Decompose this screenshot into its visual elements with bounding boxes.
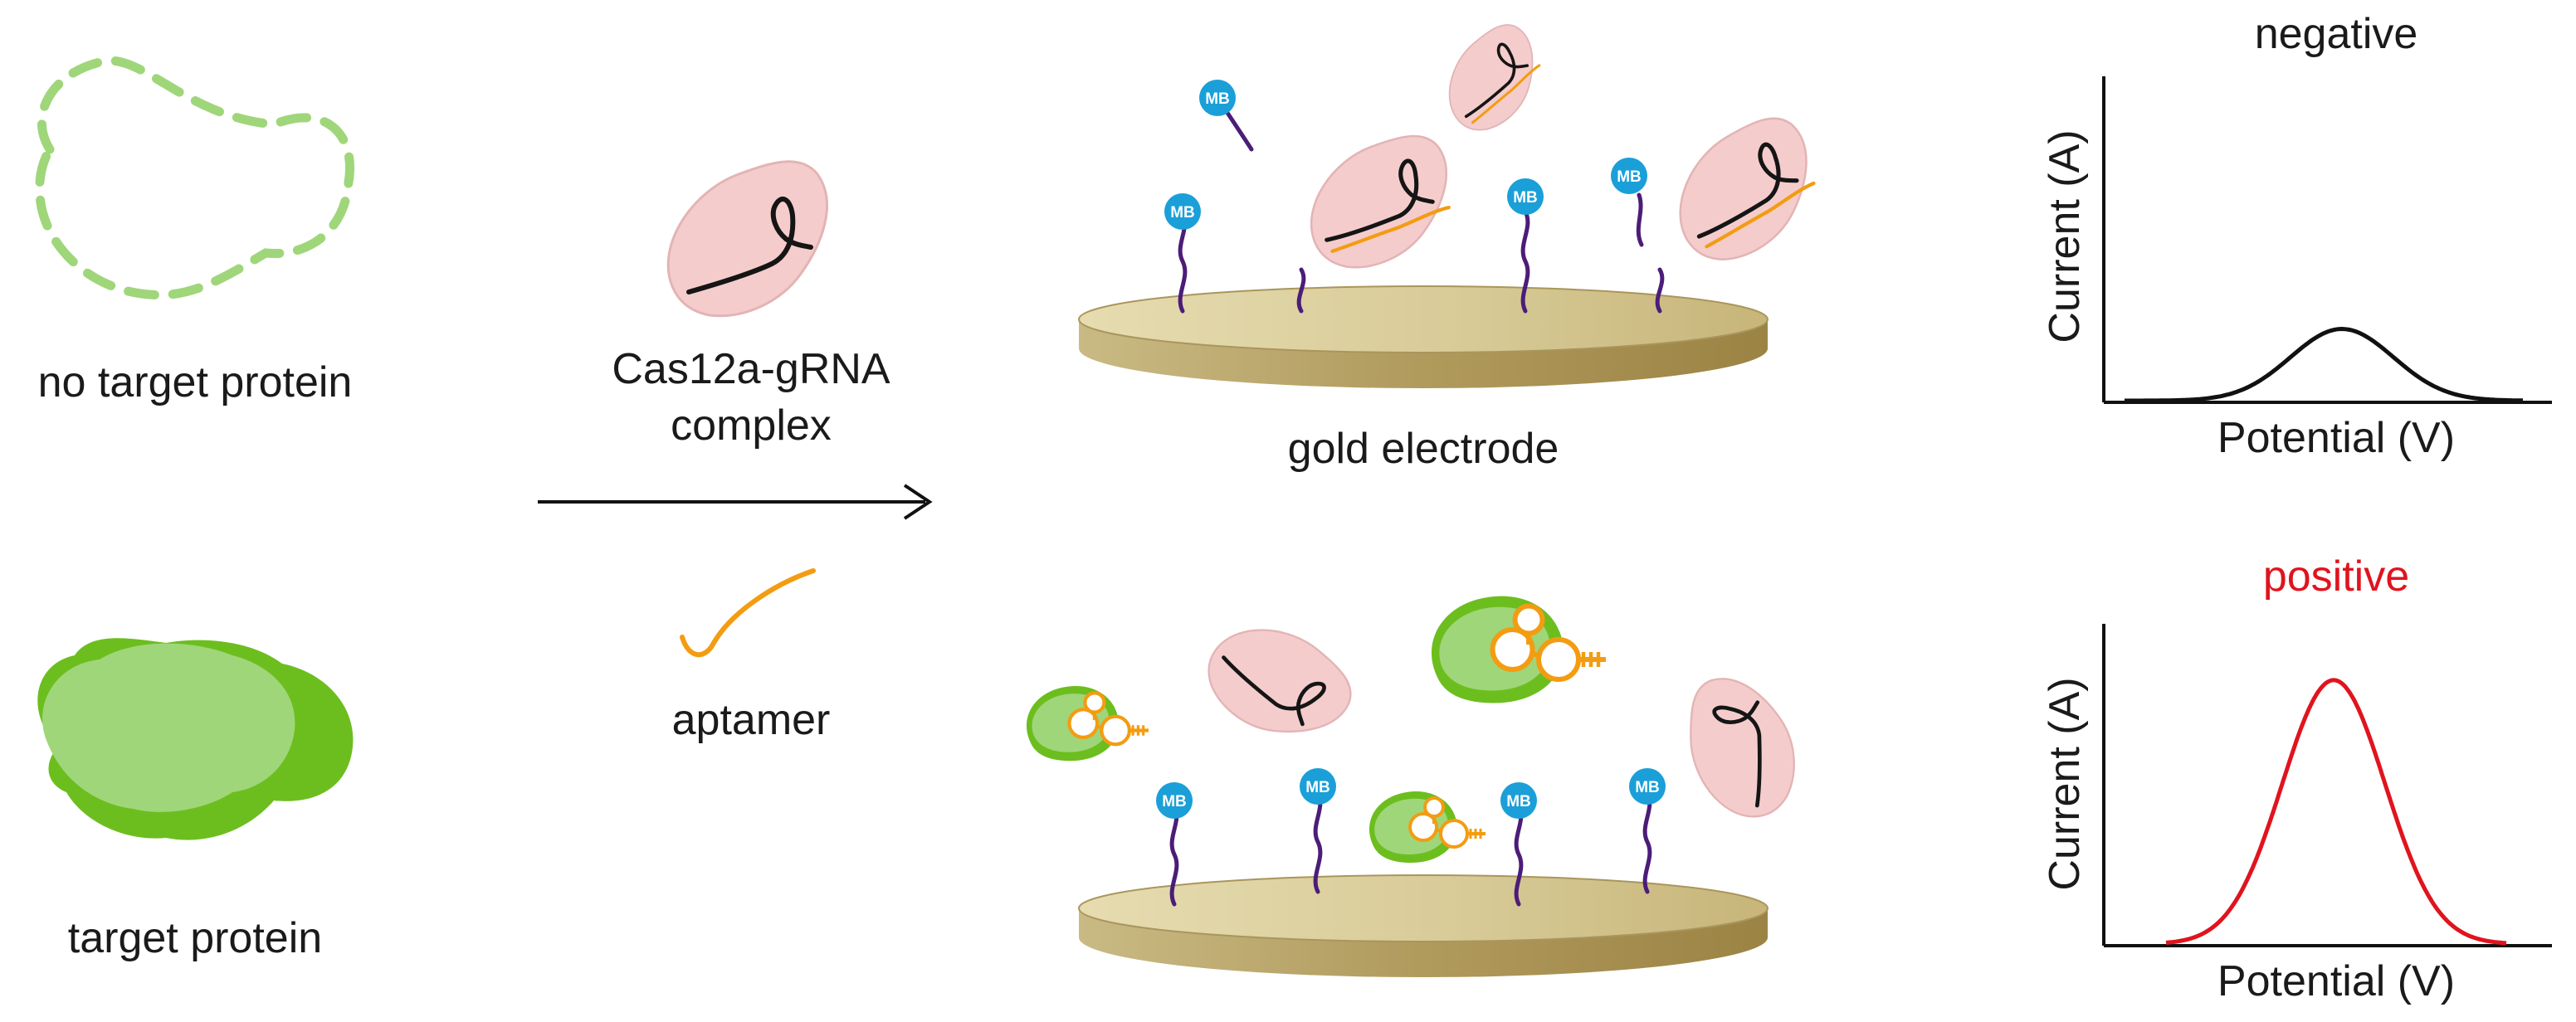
- mb-probe-tag: [1611, 158, 1647, 194]
- positive-plot-title: positive: [2263, 552, 2409, 601]
- electrode-top: [1078, 285, 1769, 388]
- target-protein-label: target protein: [68, 914, 322, 962]
- electrode-bottom: [1078, 874, 1769, 977]
- mb-probe-tag: [1507, 178, 1544, 215]
- positive-plot-xlabel: Potential (V): [2217, 957, 2455, 1005]
- reaction-arrow: [538, 484, 933, 520]
- negative-plot-xlabel: Potential (V): [2217, 414, 2455, 462]
- negative-curve: [2125, 326, 2523, 403]
- negative-plot-title: negative: [2255, 10, 2418, 58]
- activated-cas12a-top: [1311, 18, 1824, 267]
- mb-probe-tag: [1199, 80, 1236, 116]
- aptamer-label: aptamer: [672, 696, 831, 744]
- complex-label-line1: Cas12a-gRNA: [612, 345, 890, 393]
- positive-plot-axes: [2102, 624, 2552, 947]
- mb-probe-tag: [1500, 782, 1537, 819]
- cas12a-grna-complex-icon: [666, 160, 828, 318]
- target-protein-shape: [37, 638, 354, 840]
- mb-probe-tag: [1629, 768, 1666, 805]
- positive-plot-ylabel: Current (A): [2041, 677, 2089, 890]
- aptamer-icon: [680, 568, 816, 658]
- negative-plot-ylabel: Current (A): [2041, 129, 2089, 343]
- mb-probe-tag: [1156, 782, 1193, 819]
- mb-probe-tag: [1164, 193, 1201, 230]
- mb-probe-tag: [1300, 768, 1336, 805]
- positive-curve: [2165, 678, 2507, 946]
- no-target-protein-label: no target protein: [38, 358, 353, 406]
- complex-label-line2: complex: [671, 402, 832, 450]
- negative-plot-axes: [2102, 76, 2552, 404]
- probes-bottom: [1169, 790, 1652, 907]
- no-target-protein-outline: [35, 56, 354, 300]
- gold-electrode-label: gold electrode: [1288, 425, 1559, 473]
